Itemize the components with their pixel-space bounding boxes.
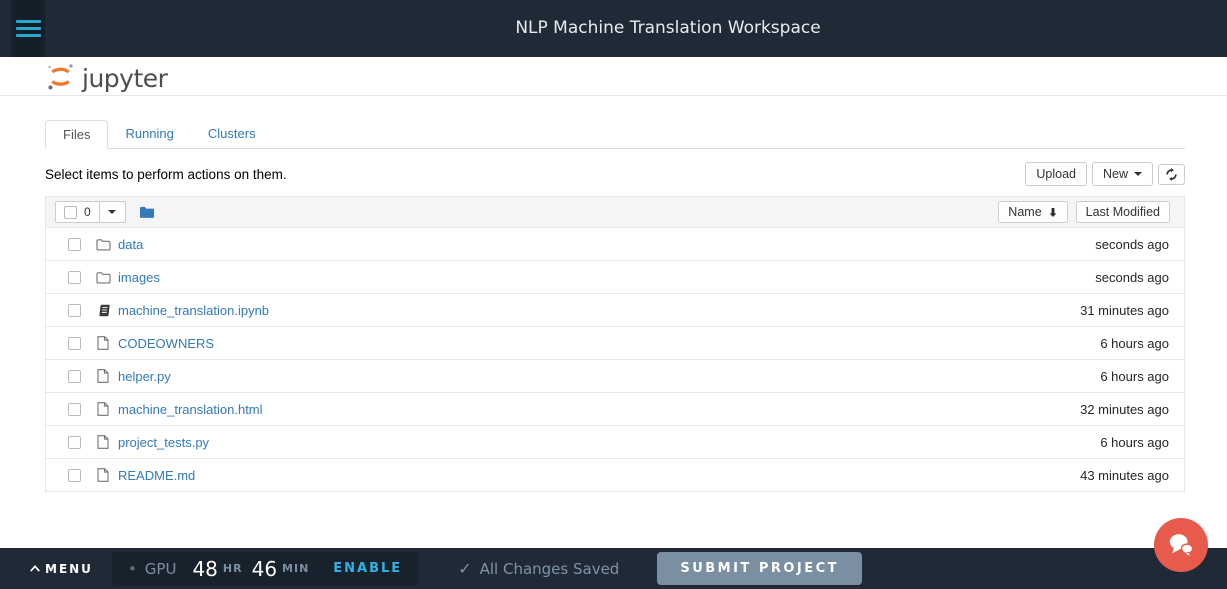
last-modified-text: seconds ago: [1095, 236, 1169, 252]
hamburger-menu-button[interactable]: [11, 0, 45, 57]
bottom-bar: MENU • GPU 48 HR 46 MIN ENABLE ✓ All Cha…: [0, 548, 1227, 589]
upload-button[interactable]: Upload: [1025, 162, 1087, 187]
selection-hint-text: Select items to perform actions on them.: [45, 166, 287, 182]
caret-down-icon: [1134, 172, 1142, 177]
save-status: ✓ All Changes Saved: [458, 559, 619, 578]
file-icon: [95, 468, 111, 483]
file-row: data seconds ago: [46, 228, 1184, 262]
file-row: project_tests.py 6 hours ago: [46, 426, 1184, 460]
toolbar-actions: Upload New: [1025, 162, 1185, 187]
tab-files[interactable]: Files: [45, 120, 109, 149]
file-link[interactable]: CODEOWNERS: [118, 335, 215, 351]
file-row: machine_translation.ipynb 31 minutes ago: [46, 294, 1184, 328]
file-list-header: 0 Name: [46, 197, 1184, 229]
list-toolbar: Select items to perform actions on them.…: [45, 162, 1185, 187]
row-checkbox[interactable]: [68, 435, 81, 449]
chevron-up-icon: [29, 564, 41, 573]
chat-icon: [1166, 531, 1196, 559]
select-all-checkbox[interactable]: [64, 205, 77, 219]
row-checkbox[interactable]: [68, 303, 81, 317]
refresh-button[interactable]: [1158, 163, 1185, 185]
file-link[interactable]: machine_translation.html: [118, 401, 263, 417]
main-content: Files Running Clusters Select items to p…: [45, 97, 1185, 493]
last-modified-text: 32 minutes ago: [1080, 401, 1169, 417]
file-link[interactable]: machine_translation.ipynb: [118, 302, 270, 318]
save-status-text: All Changes Saved: [479, 559, 620, 578]
last-modified-text: seconds ago: [1095, 269, 1169, 285]
folder-icon: [95, 238, 111, 251]
file-list: 0 Name: [45, 196, 1185, 493]
gpu-hours-unit: HR: [222, 562, 243, 575]
chat-button[interactable]: [1154, 518, 1208, 572]
submit-project-button[interactable]: SUBMIT PROJECT: [657, 552, 863, 585]
jupyter-header: jupyter: [0, 57, 1227, 96]
check-icon: ✓: [458, 559, 472, 578]
last-modified-text: 6 hours ago: [1100, 368, 1169, 384]
top-bar: NLP Machine Translation Workspace: [0, 0, 1227, 57]
row-checkbox[interactable]: [68, 402, 81, 416]
row-checkbox[interactable]: [68, 336, 81, 350]
sort-modified-button[interactable]: Last Modified: [1075, 201, 1170, 224]
file-rows: data seconds ago images seconds ago mach…: [46, 228, 1184, 491]
caret-down-icon: [108, 210, 117, 215]
file-link[interactable]: data: [118, 236, 144, 252]
notebook-icon: [95, 304, 111, 317]
tab-bar: Files Running Clusters: [45, 120, 1185, 149]
jupyter-logo-icon: [45, 61, 76, 92]
file-icon: [95, 369, 111, 384]
new-button[interactable]: New: [1091, 162, 1153, 187]
file-icon: [95, 336, 111, 351]
last-modified-text: 6 hours ago: [1100, 434, 1169, 450]
file-row: machine_translation.html 32 minutes ago: [46, 393, 1184, 427]
file-link[interactable]: helper.py: [118, 368, 171, 384]
tab-clusters[interactable]: Clusters: [207, 126, 256, 141]
file-link[interactable]: README.md: [118, 467, 196, 483]
gpu-label: GPU: [144, 559, 177, 578]
refresh-icon: [1165, 167, 1178, 181]
folder-icon: [95, 271, 111, 284]
row-checkbox[interactable]: [68, 369, 81, 383]
gpu-status-dot: •: [127, 559, 137, 578]
select-all-button[interactable]: 0: [55, 201, 100, 224]
file-icon: [95, 435, 111, 450]
row-checkbox[interactable]: [68, 270, 81, 284]
last-modified-text: 43 minutes ago: [1080, 467, 1169, 483]
select-all-group: 0: [55, 201, 126, 224]
file-row: images seconds ago: [46, 261, 1184, 295]
row-checkbox[interactable]: [68, 237, 81, 251]
last-modified-text: 6 hours ago: [1100, 335, 1169, 351]
file-icon: [95, 402, 111, 417]
file-row: CODEOWNERS 6 hours ago: [46, 327, 1184, 361]
selected-count: 0: [84, 205, 91, 220]
tab-running[interactable]: Running: [125, 126, 174, 141]
jupyter-logo-text: jupyter: [82, 63, 168, 93]
gpu-minutes-value: 46: [251, 556, 278, 581]
arrow-down-icon: [1048, 207, 1058, 218]
file-link[interactable]: images: [118, 269, 160, 285]
file-link[interactable]: project_tests.py: [118, 434, 210, 450]
sort-name-button[interactable]: Name: [998, 201, 1068, 224]
row-checkbox[interactable]: [68, 468, 81, 482]
jupyter-logo[interactable]: jupyter: [45, 61, 168, 93]
gpu-timer-panel: • GPU 48 HR 46 MIN ENABLE: [111, 551, 419, 586]
page-title: NLP Machine Translation Workspace: [515, 18, 821, 38]
gpu-minutes-unit: MIN: [282, 562, 310, 575]
menu-button[interactable]: MENU: [29, 562, 93, 576]
breadcrumb-folder-icon[interactable]: [139, 205, 155, 219]
gpu-hours-value: 48: [192, 556, 218, 581]
last-modified-text: 31 minutes ago: [1080, 302, 1169, 318]
sort-controls: Name Last Modified: [998, 201, 1170, 224]
file-row: helper.py 6 hours ago: [46, 360, 1184, 394]
file-row: README.md 43 minutes ago: [46, 459, 1184, 491]
hamburger-icon: [15, 20, 41, 23]
selection-dropdown-button[interactable]: [99, 201, 126, 224]
gpu-enable-button[interactable]: ENABLE: [333, 561, 403, 576]
